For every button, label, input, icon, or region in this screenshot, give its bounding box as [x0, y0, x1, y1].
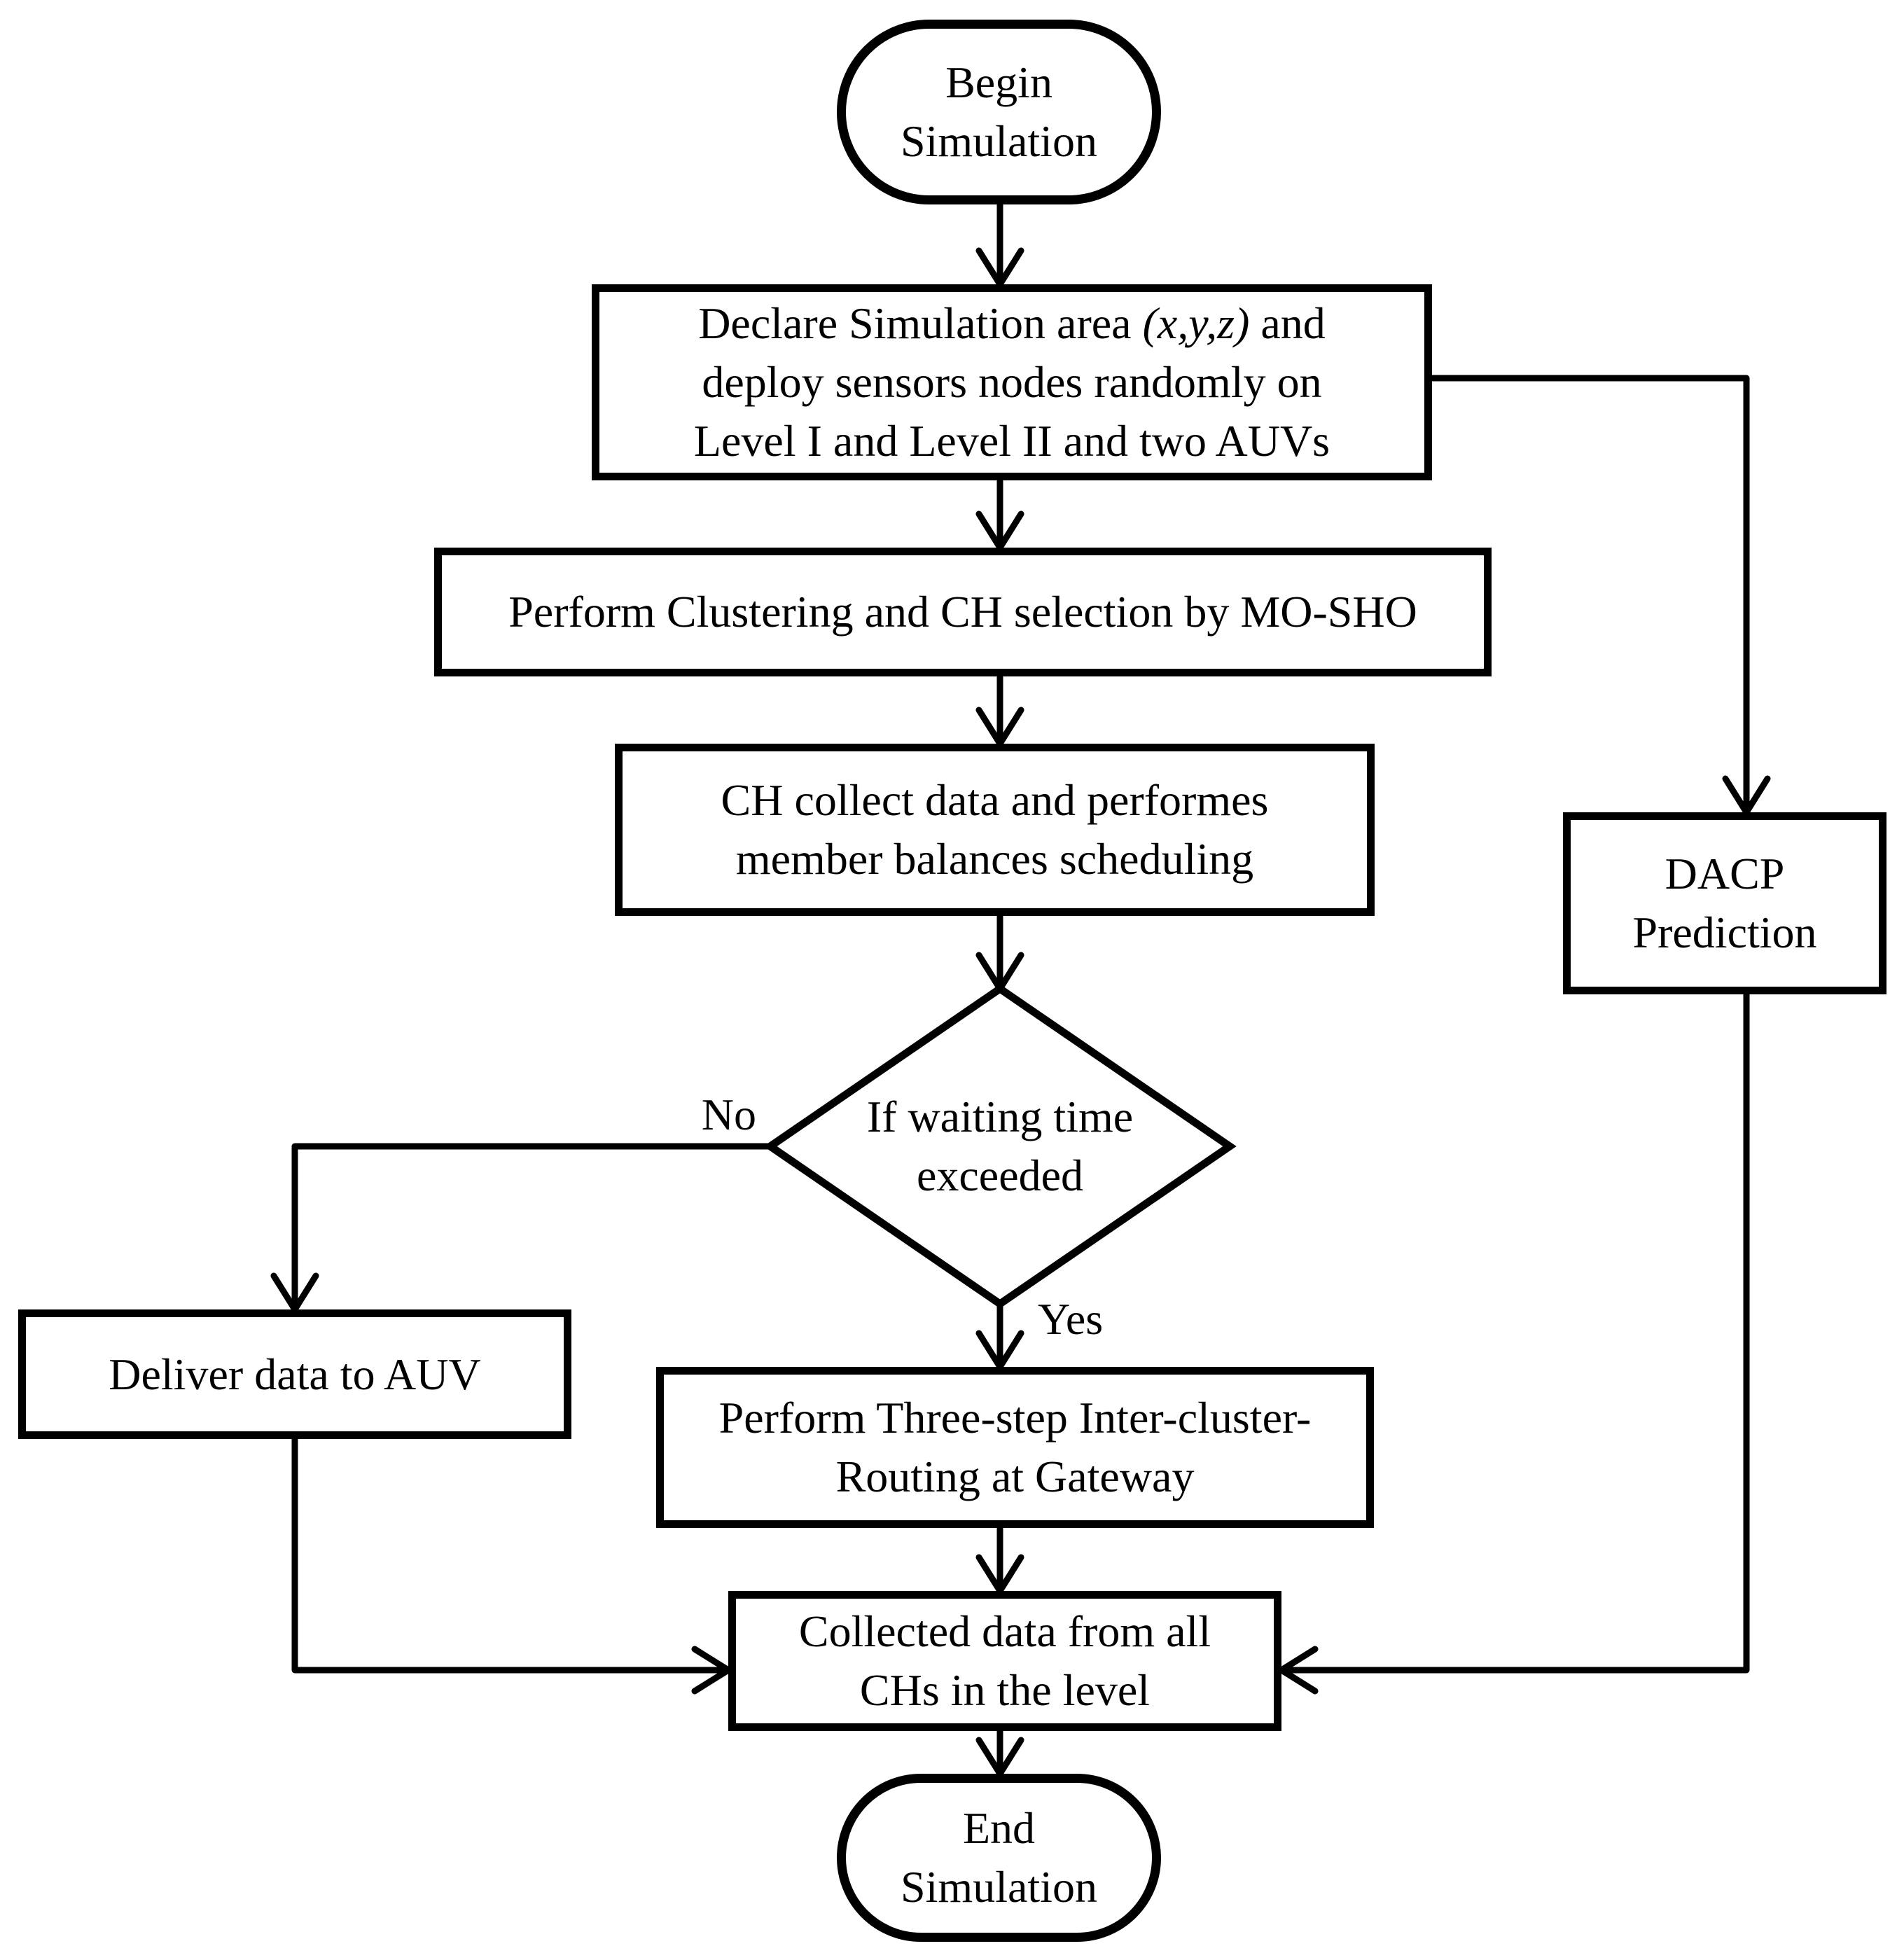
edge-collected-to-end: [975, 1728, 1024, 1777]
routing-line2: Routing at Gateway: [835, 1452, 1195, 1501]
waiting-time-decision-label: If waiting time exceeded: [790, 1082, 1210, 1211]
decision-line2: exceeded: [916, 1151, 1084, 1200]
edge-yes-to-routing: [975, 1300, 1024, 1370]
begin-line2: Simulation: [901, 116, 1097, 166]
dacp-line2: Prediction: [1632, 908, 1817, 957]
deliver-data-auv-node: Deliver data to AUV: [18, 1309, 571, 1439]
collected-line1: Collected data from all: [798, 1606, 1211, 1656]
edge-routing-to-collected: [975, 1524, 1024, 1594]
declare-line2: deploy sensors nodes randomly on: [702, 357, 1322, 407]
edge-dacp-to-collected: [1278, 991, 1750, 1695]
collected-data-node: Collected data from all CHs in the level: [728, 1591, 1281, 1731]
inter-cluster-routing-node: Perform Three-step Inter-cluster- Routin…: [656, 1367, 1374, 1528]
collected-line2: CHs in the level: [859, 1665, 1151, 1715]
xyz-coordinates: (x,y,z): [1142, 298, 1250, 348]
declare-line1: Declare Simulation area (x,y,z) and: [698, 298, 1326, 348]
perform-clustering-label: Perform Clustering and CH selection by M…: [508, 587, 1417, 637]
edge-clustering-to-chcollect: [975, 673, 1024, 747]
deliver-label: Deliver data to AUV: [109, 1349, 481, 1399]
edge-begin-to-declare: [975, 201, 1024, 288]
no-branch-label: No: [701, 1090, 756, 1139]
decision-line1: If waiting time: [866, 1092, 1134, 1141]
yes-branch-label: Yes: [1038, 1294, 1104, 1344]
end-simulation-node: End Simulation: [837, 1774, 1161, 1942]
dacp-line1: DACP: [1665, 849, 1785, 898]
perform-clustering-node: Perform Clustering and CH selection by M…: [434, 548, 1492, 676]
edge-declare-to-clustering: [975, 477, 1024, 551]
declare-line3: Level I and Level II and two AUVs: [693, 416, 1330, 466]
end-line1: End: [962, 1803, 1036, 1853]
edge-no-to-deliver: [270, 1143, 774, 1313]
declare-simulation-area-node: Declare Simulation area (x,y,z) and depl…: [592, 284, 1432, 480]
ch-collect-data-node: CH collect data and performes member bal…: [615, 744, 1375, 916]
routing-line1: Perform Three-step Inter-cluster-: [718, 1393, 1312, 1443]
begin-line1: Begin: [945, 57, 1052, 107]
ch-collect-line1: CH collect data and performes: [721, 775, 1269, 825]
ch-collect-line2: member balances scheduling: [735, 834, 1254, 884]
edge-chcollect-to-decision: [975, 912, 1024, 992]
dacp-prediction-node: DACP Prediction: [1563, 812, 1886, 994]
begin-simulation-node: Begin Simulation: [837, 20, 1161, 204]
end-line2: Simulation: [901, 1862, 1097, 1912]
